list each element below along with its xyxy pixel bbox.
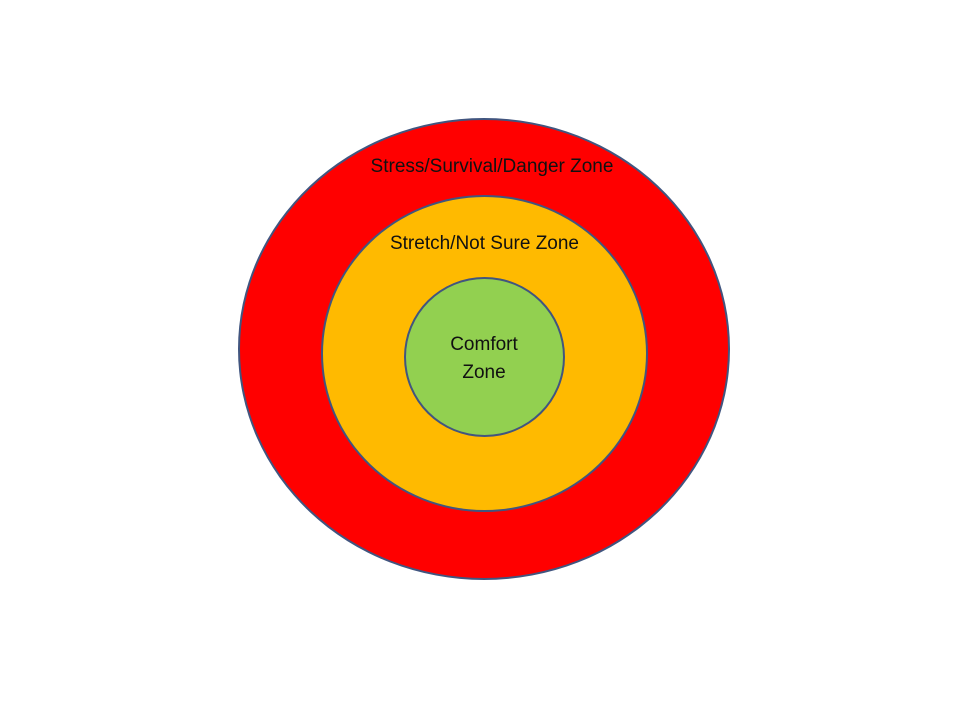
comfort-zone-label-line1: Comfort (450, 334, 518, 355)
stretch-zone-label: Stretch/Not Sure Zone (389, 233, 580, 254)
danger-zone-label: Stress/Survival/Danger Zone (370, 156, 614, 177)
comfort-zone-ring (404, 277, 565, 437)
comfort-zone-label: Comfort Zone (424, 331, 544, 387)
comfort-zone-label-line2: Zone (462, 362, 506, 383)
